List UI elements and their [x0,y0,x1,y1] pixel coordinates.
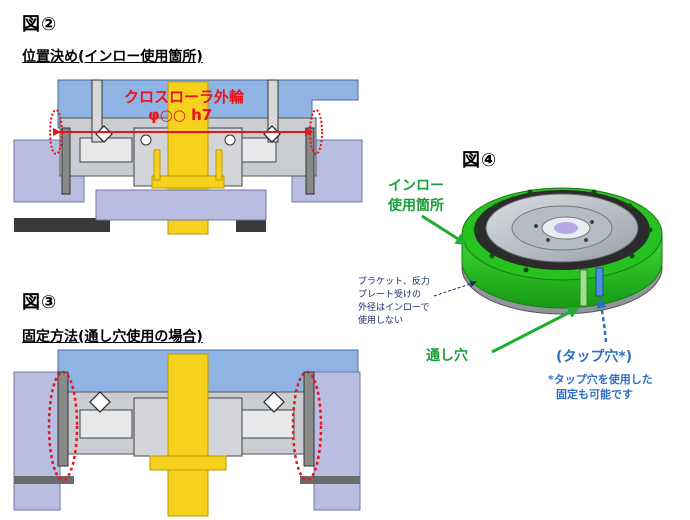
fig2-callout-line2: φ○○ h7 [148,106,213,124]
fig3-highlight [47,370,323,482]
bracket-note-line2: プレート受けの [358,290,422,300]
tap-note-line1: *タップ穴を使用した [548,373,653,386]
inlow-label-line2: 使用箇所 [388,198,444,214]
fig3-label: 図③ [22,292,58,313]
through-hole-label: 通し穴 [426,348,468,364]
inlow-label-line1: インロー [388,178,444,194]
tap-note-line2: 固定も可能です [556,388,633,401]
fig2-title: 位置決め(インロー使用箇所) [22,49,203,65]
fig2-label: 図② [22,14,58,35]
tap-hole-arrow-icon [596,298,608,343]
through-hole-arrow-icon [491,306,580,354]
fig4-label: 図④ [462,150,498,171]
fig3-title: 固定方法(通し穴使用の場合) [22,329,203,345]
bracket-note-arrow-icon [433,280,477,297]
fig2-dimension [49,109,323,155]
fig2-section-drawing [13,79,363,235]
bracket-note-line3: 外径はインローで [358,303,430,313]
fig3-section-drawing [13,349,361,517]
tap-hole-label: (タップ穴*) [556,349,633,365]
fig2-callout-line1: クロスローラ外輪 [124,88,245,106]
bracket-note-line1: ブラケット、反力 [358,277,430,287]
bracket-note-line4: 使用しない [358,316,404,326]
tap-note: *タップ穴を使用した 固定も可能です [548,372,653,402]
bracket-note: ブラケット、反力 プレート受けの 外径はインローで 使用しない [358,276,430,328]
inlow-label: インロー 使用箇所 [388,176,444,216]
inlow-arrow-icon [421,214,468,246]
fig4-actuator-3d [461,187,663,315]
